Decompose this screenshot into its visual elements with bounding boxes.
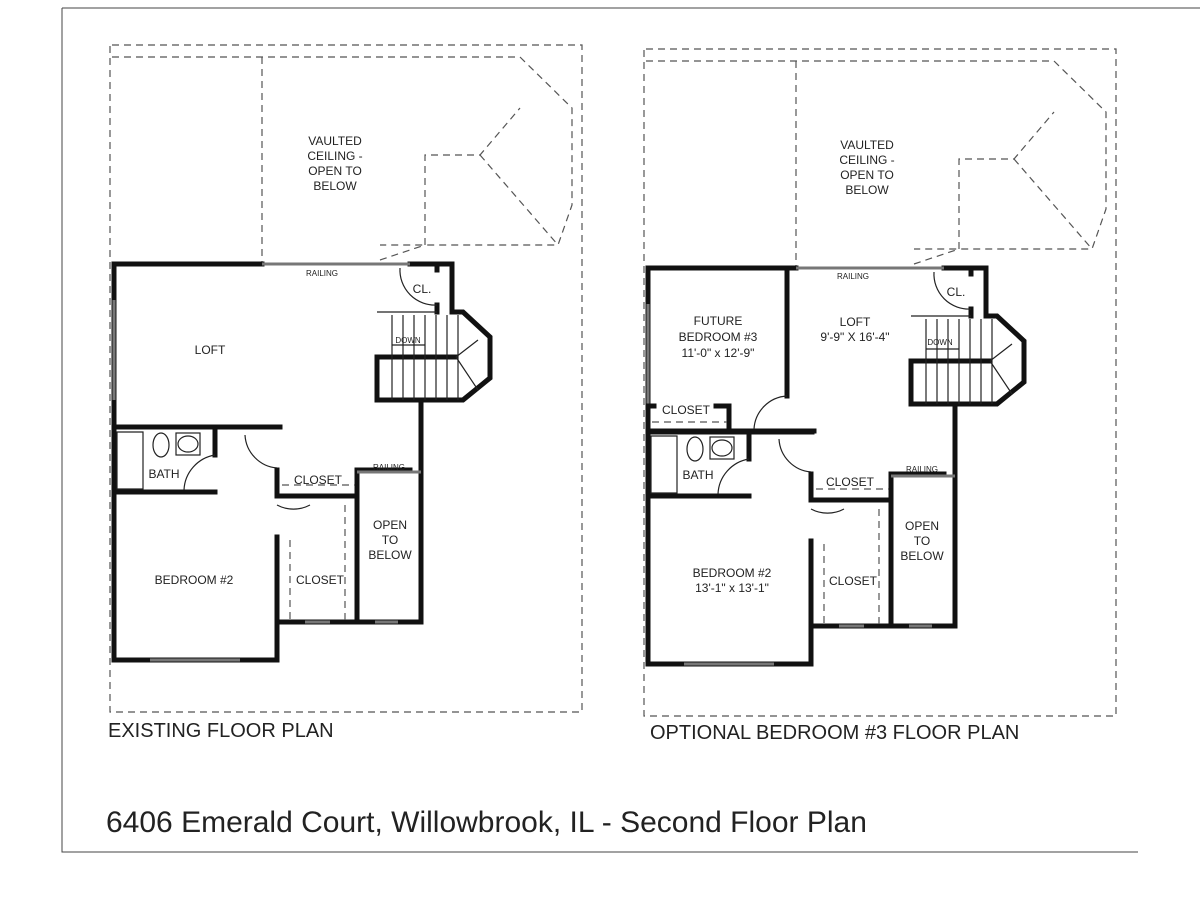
sheet-border xyxy=(61,7,1200,853)
bath-label: BATH xyxy=(682,468,713,482)
bedroom2-dimensions: 13'-1" x 13'-1" xyxy=(695,581,769,595)
railing-label: RAILING xyxy=(906,465,938,474)
existing-plan-caption: EXISTING FLOOR PLAN xyxy=(108,720,334,742)
loft-label: LOFT xyxy=(840,315,871,329)
bedroom2-label: BEDROOM #2 xyxy=(693,566,772,580)
address-title: 6406 Emerald Court, Willowbrook, IL - Se… xyxy=(106,806,867,839)
stairs-down-label: DOWN xyxy=(927,338,953,347)
small-closet-label: CL. xyxy=(947,285,966,299)
bedroom-closet-label: CLOSET xyxy=(296,573,345,587)
bedroom-closet-label: CLOSET xyxy=(829,574,878,588)
railing-label: RAILING xyxy=(837,272,869,281)
optional-plan-caption: OPTIONAL BEDROOM #3 FLOOR PLAN xyxy=(650,722,1019,744)
loft-label: LOFT xyxy=(195,343,226,357)
loft-dimensions: 9'-9" X 16'-4" xyxy=(820,330,889,344)
bedroom2-label: BEDROOM #2 xyxy=(155,573,234,587)
bath-label: BATH xyxy=(148,467,179,481)
hall-closet-label: CLOSET xyxy=(294,473,343,487)
railing-label: RAILING xyxy=(373,463,405,472)
stairs-down-label: DOWN xyxy=(395,336,421,345)
bedroom3-closet-label: CLOSET xyxy=(662,403,711,417)
railing-label: RAILING xyxy=(306,269,338,278)
small-closet-label: CL. xyxy=(413,282,432,296)
hall-closet-label: CLOSET xyxy=(826,475,875,489)
